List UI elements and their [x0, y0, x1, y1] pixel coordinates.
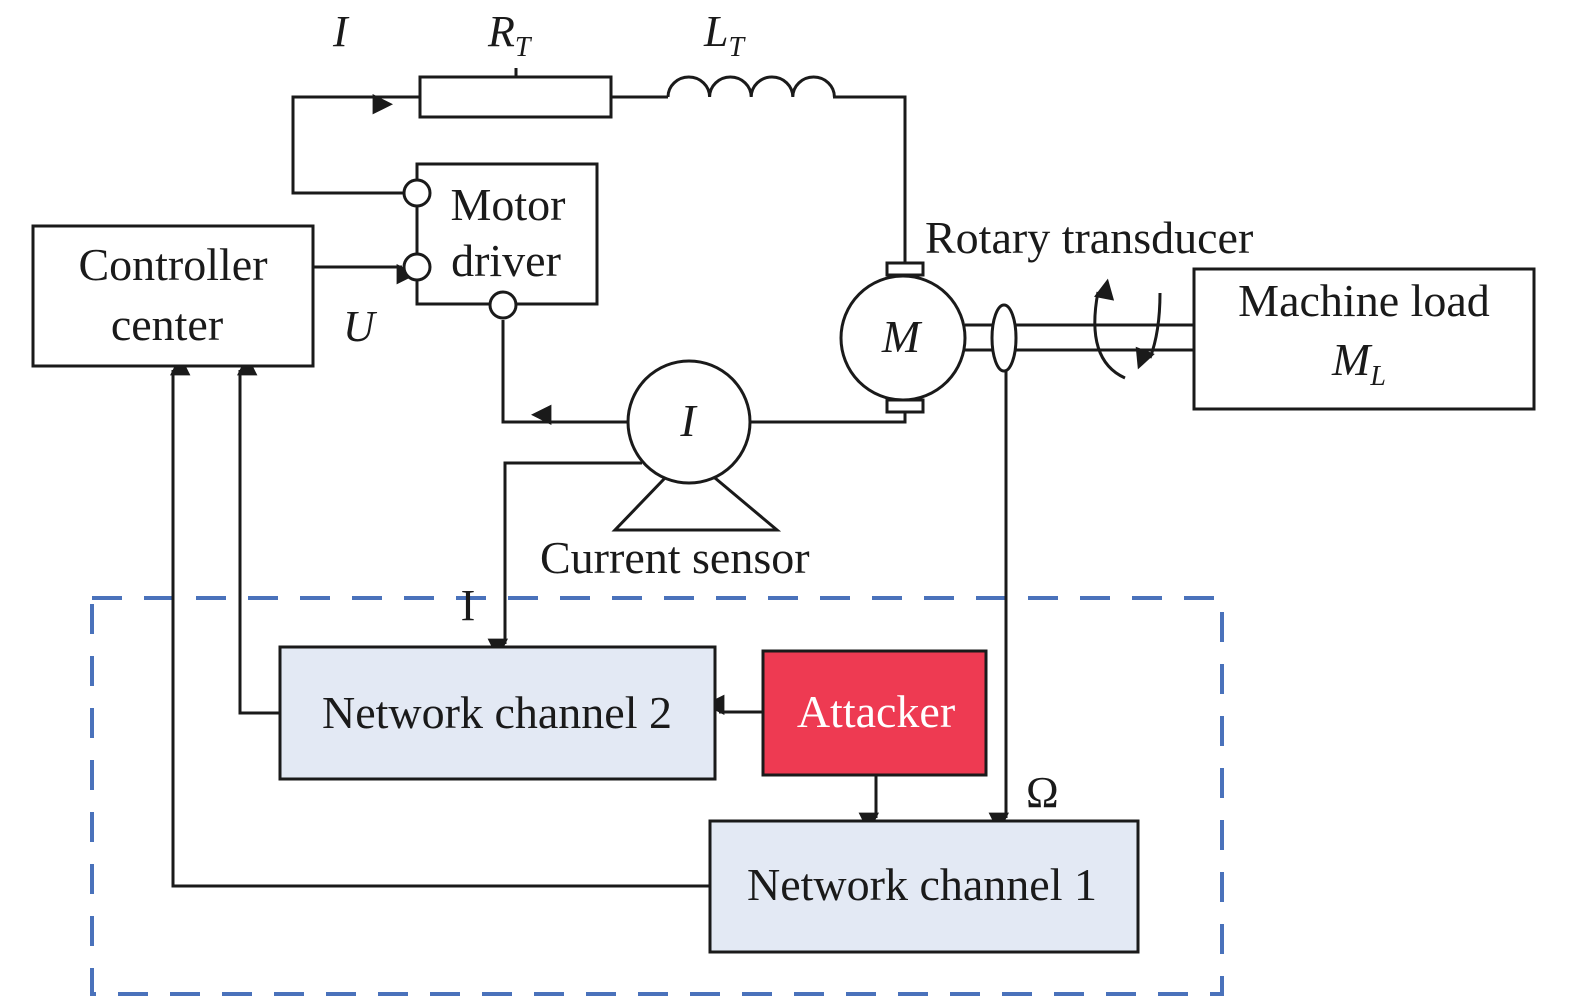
motor-label: M [881, 311, 923, 362]
attacker-label: Attacker [797, 686, 955, 737]
current-sensor [626, 359, 752, 485]
network-channel-1-label: Network channel 1 [747, 859, 1097, 910]
wire-inductor-to-motor [833, 95, 907, 263]
controller-label-line1: Controller [78, 239, 267, 290]
machine-load-symbol-main: M [1331, 334, 1373, 385]
motor [839, 274, 967, 402]
motor-driver-block [415, 162, 599, 306]
wire-channel1-to-controller [171, 410, 710, 888]
driver-label-line2: driver [451, 235, 561, 286]
resistor [418, 75, 613, 119]
driver-terminal-upper [402, 178, 432, 208]
network-channel-1-block [708, 819, 1140, 954]
wire-sensor-to-motor [750, 412, 907, 424]
machine-load-symbol: ML [1331, 334, 1386, 392]
voltage-label: U [343, 302, 378, 351]
speed-label: Ω [1026, 768, 1059, 817]
network-boundary [90, 596, 1224, 996]
current-label: I [332, 7, 350, 56]
inductor-symbol: L [703, 7, 728, 56]
wire-channel2-to-controller [238, 410, 280, 715]
wire-driver-to-top [291, 95, 420, 195]
controller-center-block [31, 224, 315, 368]
network-channel-2-block [278, 645, 717, 781]
machine-load-block [1192, 267, 1536, 411]
network-channel-2-label: Network channel 2 [322, 687, 672, 738]
resistor-symbol: R [487, 7, 515, 56]
wire-driver-to-sensor [501, 320, 628, 424]
machine-load-symbol-sub: L [1369, 361, 1386, 392]
machine-load-label: Machine load [1238, 275, 1490, 326]
driver-label-line1: Motor [451, 179, 566, 230]
inductor-subscript: T [728, 32, 746, 63]
resistor-label: RT [487, 7, 533, 63]
attacker-block [761, 649, 988, 777]
rotary-transducer [990, 303, 1018, 373]
wire-sensor-to-channel2 [503, 461, 642, 600]
driver-terminal-middle [402, 252, 432, 282]
rotation-arrow-upper [1135, 292, 1162, 370]
measured-current-label: I [461, 581, 476, 630]
motor-top-brush [885, 261, 925, 277]
motor-bottom-brush [885, 398, 925, 414]
controller-label-line2: center [111, 299, 223, 350]
inductor-label: LT [703, 7, 746, 63]
resistor-subscript: T [515, 32, 533, 63]
driver-terminal-lower [488, 290, 518, 320]
rotary-transducer-caption: Rotary transducer [925, 212, 1253, 263]
current-sensor-base [611, 476, 782, 532]
current-sensor-caption: Current sensor [540, 532, 810, 583]
sensor-label: I [679, 395, 698, 446]
rotation-arrow-lower [1093, 278, 1126, 380]
inductor [666, 75, 836, 98]
